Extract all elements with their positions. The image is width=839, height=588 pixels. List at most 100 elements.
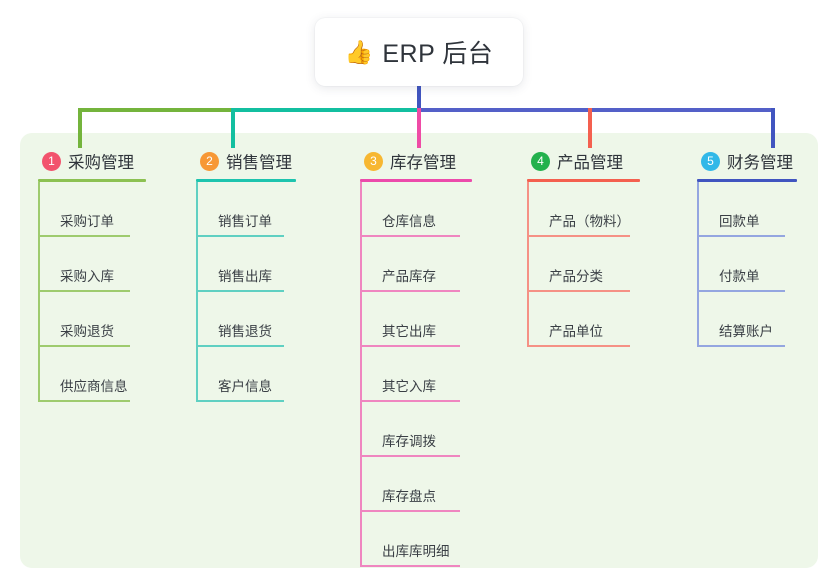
- leaf-item-label: 销售退货: [218, 324, 272, 339]
- column-body-4: 产品（物料） 产品分类产品单位: [527, 182, 640, 347]
- leaf-item-underline: [697, 290, 785, 292]
- column-underline-3: [360, 179, 472, 182]
- leaf-item-label: 销售出库: [218, 269, 272, 284]
- leaf-item-label: 出库库明细: [382, 544, 450, 559]
- drop-line-column-5: [771, 108, 775, 148]
- leaf-item-underline: [360, 290, 460, 292]
- leaf-item-underline: [38, 290, 130, 292]
- column-trunk-line-3: [360, 182, 362, 567]
- leaf-item-label: 结算账户: [719, 324, 773, 339]
- leaf-item[interactable]: 其它出库: [360, 292, 472, 347]
- leaf-item-label: 客户信息: [218, 379, 272, 394]
- leaf-item[interactable]: 产品分类: [527, 237, 640, 292]
- column-header-1[interactable]: 1 采购管理: [38, 148, 146, 174]
- column-trunk-line-4: [527, 182, 529, 347]
- root-node-card[interactable]: 👍 ERP 后台: [315, 18, 523, 86]
- column-title-4: 产品管理: [557, 154, 623, 172]
- leaf-item[interactable]: 结算账户: [697, 292, 797, 347]
- column-badge-3: 3: [364, 151, 383, 171]
- leaf-item-underline: [38, 345, 130, 347]
- leaf-item-underline: [697, 235, 785, 237]
- bus-segment-teal: [231, 108, 419, 112]
- leaf-item-label: 产品分类: [549, 269, 603, 284]
- leaf-item[interactable]: 采购退货: [38, 292, 146, 347]
- leaf-item[interactable]: 付款单: [697, 237, 797, 292]
- content-panel: [20, 133, 818, 568]
- leaf-item-underline: [360, 510, 460, 512]
- drop-line-column-3: [417, 108, 421, 148]
- leaf-item-underline: [196, 400, 284, 402]
- leaf-item[interactable]: 出库库明细: [360, 512, 472, 567]
- drop-line-column-4: [588, 108, 592, 148]
- leaf-item[interactable]: 库存盘点: [360, 457, 472, 512]
- leaf-item[interactable]: 产品（物料）: [527, 182, 640, 237]
- column-underline-4: [527, 179, 640, 182]
- column-badge-5: 5: [701, 151, 720, 171]
- leaf-item-label: 仓库信息: [382, 214, 436, 229]
- column-badge-2: 2: [200, 151, 219, 171]
- column-3[interactable]: 3 库存管理仓库信息产品库存其它出库其它入库库存调拨库存盘点出库库明细: [360, 148, 472, 567]
- leaf-item-label: 其它出库: [382, 324, 436, 339]
- leaf-item-label: 库存盘点: [382, 489, 436, 504]
- leaf-item-label: 销售订单: [218, 214, 272, 229]
- column-header-3[interactable]: 3 库存管理: [360, 148, 472, 174]
- leaf-item[interactable]: 其它入库: [360, 347, 472, 402]
- leaf-item-label: 产品（物料）: [549, 214, 630, 229]
- column-title-1: 采购管理: [68, 154, 134, 172]
- drop-line-column-1: [78, 108, 82, 148]
- leaf-item[interactable]: 回款单: [697, 182, 797, 237]
- leaf-item-underline: [360, 455, 460, 457]
- column-1[interactable]: 1 采购管理采购订单采购入库采购退货供应商信息: [38, 148, 146, 402]
- leaf-item-underline: [360, 565, 460, 567]
- leaf-item-label: 采购退货: [60, 324, 114, 339]
- leaf-item[interactable]: 销售出库: [196, 237, 296, 292]
- leaf-item-label: 付款单: [719, 269, 760, 284]
- leaf-item-label: 回款单: [719, 214, 760, 229]
- leaf-item-label: 产品单位: [549, 324, 603, 339]
- column-underline-1: [38, 179, 146, 182]
- column-underline-2: [196, 179, 296, 182]
- leaf-item-label: 产品库存: [382, 269, 436, 284]
- leaf-item[interactable]: 采购订单: [38, 182, 146, 237]
- leaf-item-underline: [196, 290, 284, 292]
- column-body-1: 采购订单采购入库采购退货供应商信息: [38, 182, 146, 402]
- column-title-3: 库存管理: [390, 154, 456, 172]
- leaf-item-underline: [196, 345, 284, 347]
- leaf-item[interactable]: 产品单位: [527, 292, 640, 347]
- root-node-content: 👍 ERP 后台: [345, 34, 494, 70]
- column-body-5: 回款单付款单结算账户: [697, 182, 797, 347]
- column-trunk-line-1: [38, 182, 40, 402]
- root-stem-line: [417, 86, 421, 110]
- thumbs-up-icon: 👍: [344, 38, 374, 65]
- leaf-item-underline: [697, 345, 785, 347]
- leaf-item[interactable]: 采购入库: [38, 237, 146, 292]
- column-trunk-line-5: [697, 182, 699, 347]
- leaf-item[interactable]: 库存调拨: [360, 402, 472, 457]
- column-badge-1: 1: [42, 151, 61, 171]
- leaf-item-label: 其它入库: [382, 379, 436, 394]
- leaf-item-underline: [527, 235, 630, 237]
- column-trunk-line-2: [196, 182, 198, 402]
- root-title: ERP 后台: [382, 40, 494, 68]
- leaf-item[interactable]: 销售订单: [196, 182, 296, 237]
- leaf-item[interactable]: 仓库信息: [360, 182, 472, 237]
- leaf-item[interactable]: 销售退货: [196, 292, 296, 347]
- leaf-item[interactable]: 供应商信息: [38, 347, 146, 402]
- bus-segment-green: [78, 108, 233, 112]
- column-underline-5: [697, 179, 797, 182]
- leaf-item-label: 采购订单: [60, 214, 114, 229]
- leaf-item-underline: [360, 235, 460, 237]
- column-body-2: 销售订单销售出库销售退货客户信息: [196, 182, 296, 402]
- leaf-item[interactable]: 客户信息: [196, 347, 296, 402]
- leaf-item-underline: [527, 345, 630, 347]
- leaf-item-underline: [527, 290, 630, 292]
- leaf-item[interactable]: 产品库存: [360, 237, 472, 292]
- leaf-item-label: 采购入库: [60, 269, 114, 284]
